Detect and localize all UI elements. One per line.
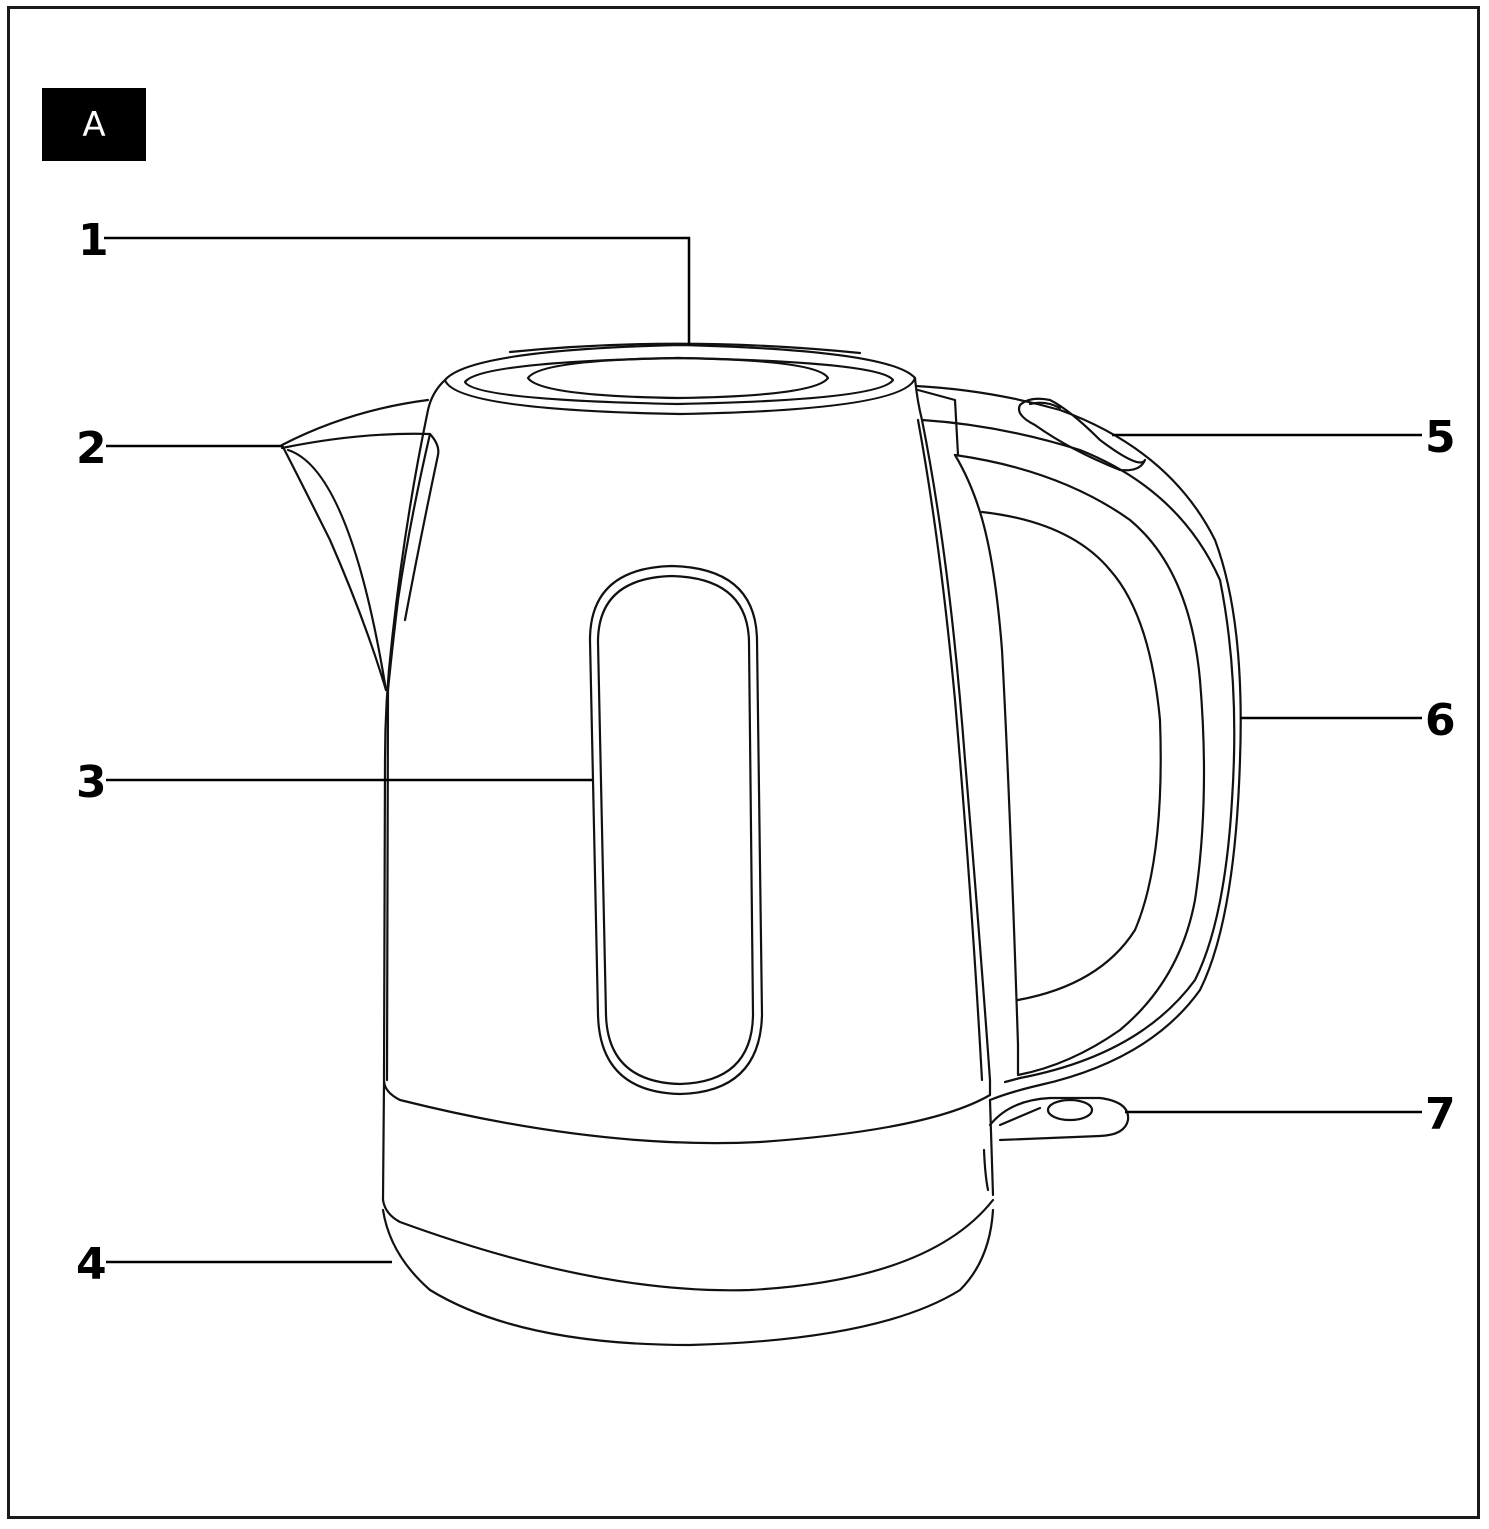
water-window: [588, 564, 764, 1096]
leader-lines: [104, 236, 1422, 1264]
kettle-illustration: [280, 342, 1242, 1347]
callout-numbers: 1 2 3 4 5 6 7: [76, 215, 1456, 1290]
callout-6: 6: [1425, 695, 1456, 746]
kettle-spout: [280, 398, 440, 692]
leader-1: [104, 236, 691, 345]
kettle-lid: [443, 342, 917, 416]
callout-5: 5: [1425, 412, 1456, 463]
callout-2: 2: [76, 423, 107, 474]
lid-release-button: [988, 1096, 1130, 1142]
callout-1: 1: [78, 215, 109, 266]
figure-frame: [7, 6, 1480, 1519]
callout-3: 3: [76, 757, 107, 808]
callout-7: 7: [1425, 1089, 1456, 1140]
kettle-body: [381, 376, 995, 1347]
figure-label-text: A: [82, 104, 106, 145]
kettle-handle: [914, 384, 1242, 1102]
figure-label-badge: A: [42, 88, 146, 161]
callout-4: 4: [76, 1239, 107, 1290]
